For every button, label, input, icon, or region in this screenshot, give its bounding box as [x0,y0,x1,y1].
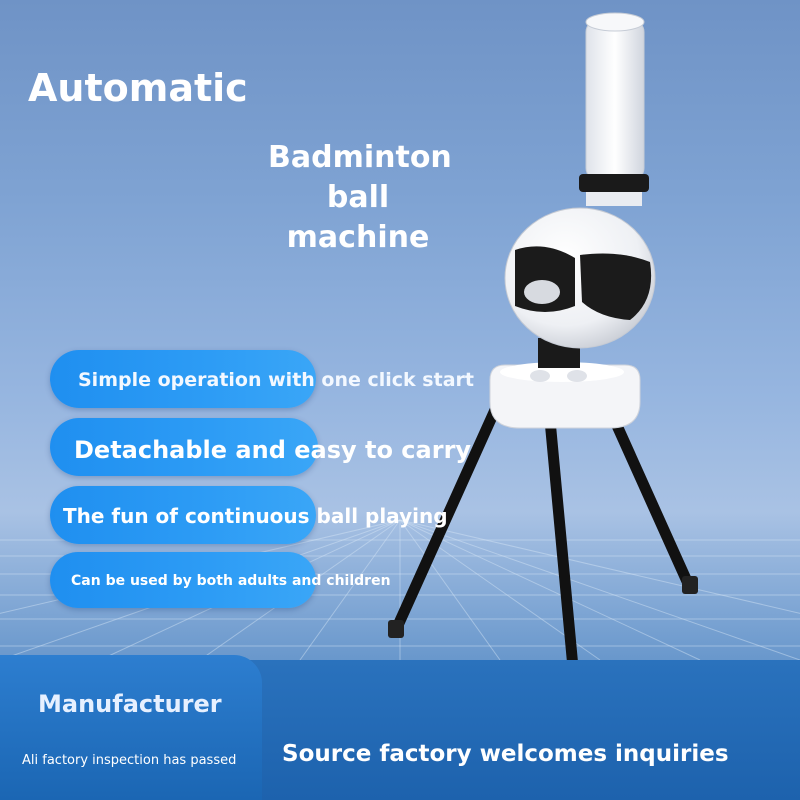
factory-inquiry-text: Source factory welcomes inquiries [282,741,729,767]
feature-pill [50,350,316,408]
manufacturer-label: Manufacturer [38,690,222,718]
headline-product-name: Badminton ball machine [268,138,452,258]
feature-one-click: Simple operation with one click start [78,369,474,391]
manufacturer-box [0,655,262,800]
feature-pill [50,552,316,608]
feature-pill [50,418,318,476]
feature-continuous-play: The fun of continuous ball playing [63,504,448,528]
headline-line: machine [286,220,430,255]
headline-line: ball [326,180,390,215]
headline-line: Badminton [268,140,452,175]
feature-all-ages: Can be used by both adults and children [71,573,391,589]
tripod-legs [389,404,696,706]
feature-pill [50,486,316,544]
headline-automatic: Automatic [28,66,248,110]
inspection-note: Ali factory inspection has passed [22,753,237,768]
feature-detachable: Detachable and easy to carry [74,436,472,464]
